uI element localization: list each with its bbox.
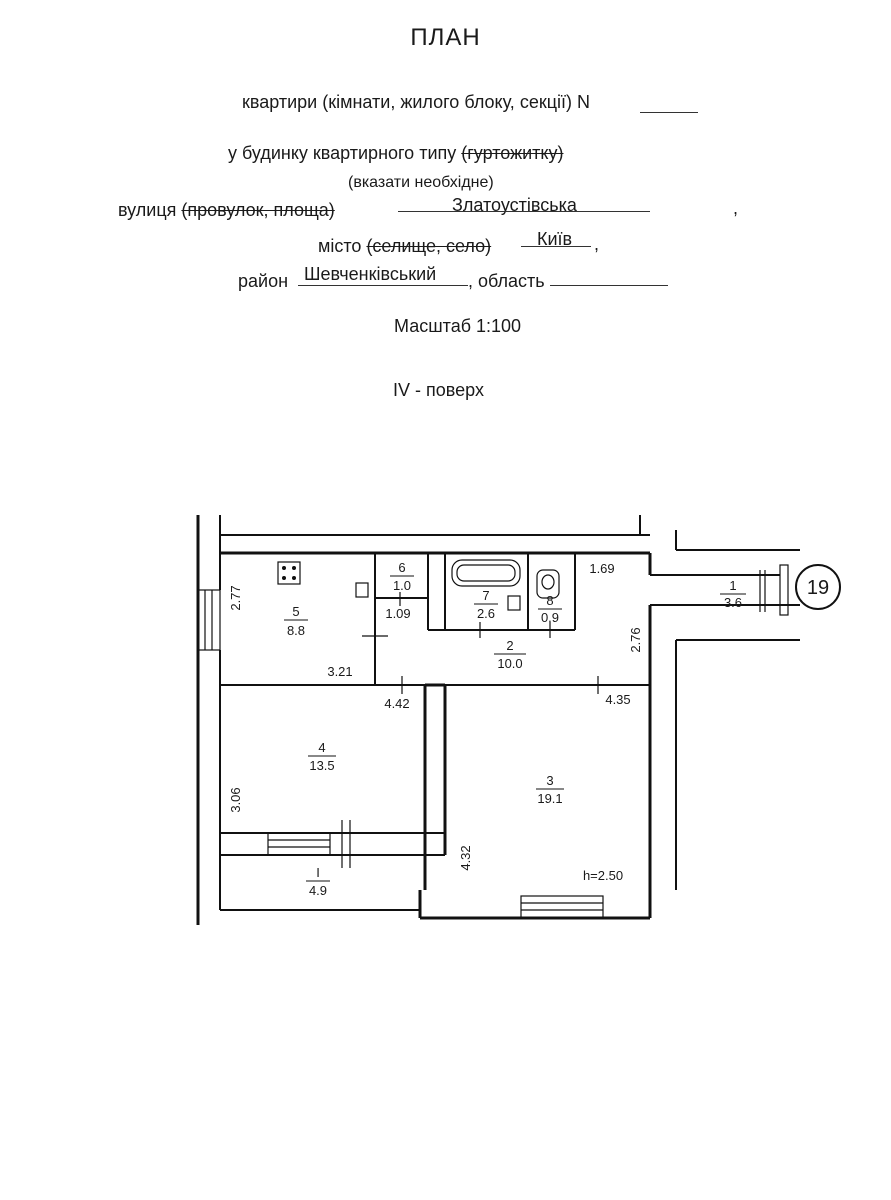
room-area: 0.9 xyxy=(541,610,559,625)
exterior-walls xyxy=(196,515,677,925)
bath-sink-icon xyxy=(507,595,521,611)
stove-burner-3 xyxy=(282,576,286,580)
dim-kitchen-width: 3.21 xyxy=(327,664,352,679)
dim-bedroom-height: 3.06 xyxy=(228,787,243,812)
room-number: 6 xyxy=(398,560,405,575)
apartment-label: квартири (кімнати, жилого блоку, секції)… xyxy=(242,92,591,112)
room-number: 2 xyxy=(506,638,513,653)
bathtub-inner xyxy=(456,564,516,582)
building-type-line: у будинку квартирного типу (гуртожитку) xyxy=(228,143,563,164)
balcony-label: I 4.9 xyxy=(306,865,330,898)
city-label: місто xyxy=(318,236,367,256)
bathtub-icon xyxy=(451,559,521,587)
stove-burner-2 xyxy=(292,566,296,570)
room-6-label: 6 1.0 xyxy=(390,560,414,593)
apartment-line: квартири (кімнати, жилого блоку, секції)… xyxy=(242,92,590,113)
kitchen-window xyxy=(197,589,221,651)
city-label-struck: (селище, село) xyxy=(366,236,492,256)
apartment-number-circle xyxy=(795,564,841,610)
windows xyxy=(197,589,604,919)
room-number: 3 xyxy=(546,773,553,788)
city-blank xyxy=(521,246,591,247)
entrance-corridor xyxy=(650,549,800,641)
stove-burner-1 xyxy=(282,566,286,570)
room-8-label: 8 0.9 xyxy=(538,593,562,625)
dim-living-height: 4.32 xyxy=(458,845,473,870)
building-type-label: у будинку квартирного типу xyxy=(228,143,462,163)
building-type-struck: (гуртожитку) xyxy=(461,143,564,163)
stove-icon xyxy=(277,561,301,585)
room-5-label: 5 8.8 xyxy=(284,604,308,638)
stove-burner-4 xyxy=(292,576,296,580)
street-value: Златоустівська xyxy=(452,195,577,215)
room-number: 7 xyxy=(482,588,489,603)
district-value: Шевченківський xyxy=(304,264,437,284)
room-area: 4.9 xyxy=(309,883,327,898)
room-area: 2.6 xyxy=(477,606,495,621)
apartment-number-blank xyxy=(640,112,698,113)
fixtures xyxy=(277,559,560,611)
district-blank xyxy=(298,285,468,286)
ceiling-height: h=2.50 xyxy=(583,868,623,883)
street-blank xyxy=(398,211,650,212)
street-label: вулиця xyxy=(118,200,182,220)
dim-wc-width: 1.09 xyxy=(385,606,410,621)
room-area: 10.0 xyxy=(497,656,522,671)
room-area: 13.5 xyxy=(309,758,334,773)
room-labels: 5 8.8 6 1.0 7 2.6 8 0.9 2 10.0 1 3.6 xyxy=(284,560,746,898)
room-1-label: 1 3.6 xyxy=(720,578,746,610)
room-area: 3.6 xyxy=(724,595,742,610)
page-title: ПЛАН xyxy=(410,24,481,51)
city-comma: , xyxy=(594,234,600,254)
bedroom-window xyxy=(267,832,331,856)
toilet-bowl xyxy=(541,574,555,590)
dim-kitchen-height: 2.77 xyxy=(228,585,243,610)
toilet-icon xyxy=(536,569,560,599)
room-2-label: 2 10.0 xyxy=(494,638,526,671)
entrance-door xyxy=(779,564,789,616)
room-number: 5 xyxy=(292,604,299,619)
region-blank xyxy=(550,285,668,286)
street-comma: , xyxy=(733,198,739,218)
note-choose-needed: (вказати необхідне) xyxy=(348,174,494,191)
interior-walls xyxy=(220,553,650,890)
room-number: 1 xyxy=(729,578,736,593)
living-window xyxy=(520,895,604,919)
apartment-number: 19 xyxy=(807,577,829,599)
region-label: , область xyxy=(468,271,545,291)
district-label: район xyxy=(238,271,289,291)
room-3-label: 3 19.1 xyxy=(536,773,564,806)
room-4-label: 4 13.5 xyxy=(308,740,336,773)
room-number: 8 xyxy=(546,593,553,608)
dim-bedroom-width: 4.42 xyxy=(384,696,409,711)
kitchen-sink-icon xyxy=(355,582,369,598)
street-line: вулиця (провулок, площа) xyxy=(118,200,335,221)
room-area: 1.0 xyxy=(393,578,411,593)
dimension-labels: 2.77 3.21 1.09 1.69 2.76 4.42 4.35 3.06 … xyxy=(228,561,643,883)
dim-living-width: 4.35 xyxy=(605,692,630,707)
dim-hall-width: 1.69 xyxy=(589,561,614,576)
doors xyxy=(341,592,599,868)
room-area: 8.8 xyxy=(287,623,305,638)
dim-hall-height: 2.76 xyxy=(628,627,643,652)
room-7-label: 7 2.6 xyxy=(474,588,498,621)
street-label-struck: (провулок, площа) xyxy=(181,200,335,220)
scale-label: Масштаб 1:100 xyxy=(394,316,522,336)
room-area: 19.1 xyxy=(537,791,562,806)
city-line: місто (селище, село) xyxy=(318,236,491,257)
city-value: Київ xyxy=(537,229,573,249)
room-number: I xyxy=(316,865,320,880)
floor-label: IV - поверх xyxy=(393,380,484,400)
room-number: 4 xyxy=(318,740,325,755)
